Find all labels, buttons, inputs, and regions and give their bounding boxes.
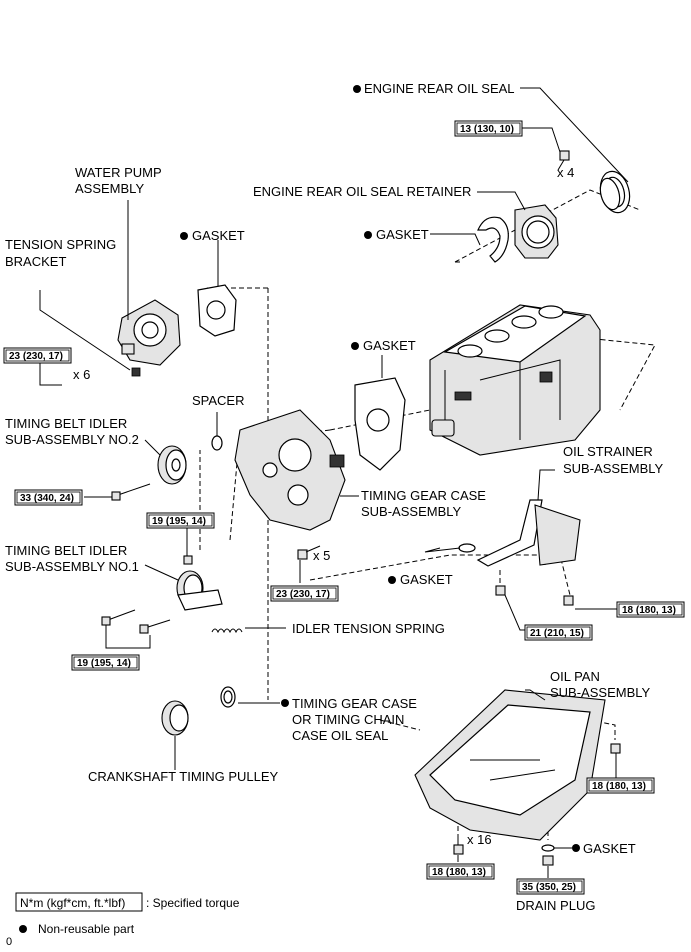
part-labels: ENGINE REAR OIL SEAL ENGINE REAR OIL SEA… <box>5 81 664 913</box>
quantity-labels: x 4 x 6 x 5 x 16 <box>73 165 574 847</box>
engine-rear-oil-seal <box>599 170 631 214</box>
label-timing-gear-case-2: SUB-ASSEMBLY <box>361 504 462 519</box>
qty-x6: x 6 <box>73 367 90 382</box>
legend-torque-units: N*m (kgf*cm, ft.*lbf) <box>20 896 125 910</box>
torque-retainer-bolt: 13 (130, 10) <box>460 124 514 135</box>
torque-idler1-bolt-bottom: 19 (195, 14) <box>77 658 131 669</box>
timing-belt-idler-no1 <box>176 570 223 611</box>
torque-case-bolt: 23 (230, 17) <box>276 589 330 600</box>
label-engine-rear-oil-seal-retainer: ENGINE REAR OIL SEAL RETAINER <box>253 184 471 199</box>
torque-boxes: 13 (130, 10) 23 (230, 17) 33 (340, 24) 1… <box>3 120 685 895</box>
strainer-nut-icon <box>495 585 506 596</box>
torque-oil-pan-nut: 18 (180, 13) <box>592 781 646 792</box>
label-oil-pan-2: SUB-ASSEMBLY <box>550 685 651 700</box>
engine-rear-oil-seal-retainer <box>514 204 559 259</box>
case-bolt-icon <box>297 545 321 560</box>
label-case-oil-seal-2: OR TIMING CHAIN <box>292 712 404 727</box>
strainer-bolt-icon <box>563 595 574 606</box>
label-engine-rear-oil-seal: ENGINE REAR OIL SEAL <box>364 81 515 96</box>
timing-case-gasket <box>354 377 406 471</box>
qty-x16: x 16 <box>467 832 492 847</box>
oil-pan-bolt-icon <box>453 835 464 855</box>
label-gasket-drain: GASKET <box>583 841 636 856</box>
oil-pan-nut-icon <box>610 743 621 754</box>
strainer-gasket-icon <box>458 543 476 553</box>
legend-torque-desc: : Specified torque <box>146 896 240 910</box>
retainer-bolt-icon <box>557 150 570 171</box>
legend-nonreusable: Non-reusable part <box>38 922 135 936</box>
label-oil-pan-1: OIL PAN <box>550 669 600 684</box>
water-pump-gasket <box>197 284 237 337</box>
spacer-icon <box>211 435 223 451</box>
label-oil-strainer-1: OIL STRAINER <box>563 444 653 459</box>
torque-oil-pan-bolt: 18 (180, 13) <box>432 867 486 878</box>
oil-strainer <box>476 499 581 567</box>
label-idler-tension-spring: IDLER TENSION SPRING <box>292 621 445 636</box>
qty-x5: x 5 <box>313 548 330 563</box>
torque-idler1-bolt-top: 19 (195, 14) <box>152 516 206 527</box>
torque-strainer-nut: 21 (210, 15) <box>530 628 584 639</box>
water-pump-assembly <box>117 299 181 377</box>
torque-water-pump-bolt: 23 (230, 17) <box>9 351 63 362</box>
idler1-bolts-icon <box>101 555 193 634</box>
label-drain-plug: DRAIN PLUG <box>516 898 595 913</box>
label-idler1-2: SUB-ASSEMBLY NO.1 <box>5 559 139 574</box>
label-case-oil-seal-1: TIMING GEAR CASE <box>292 696 417 711</box>
drain-plug-icon <box>541 844 555 866</box>
label-gasket-case: GASKET <box>363 338 416 353</box>
timing-belt-idler-no2 <box>157 445 187 485</box>
label-water-pump-1: WATER PUMP <box>75 165 162 180</box>
label-timing-gear-case-1: TIMING GEAR CASE <box>361 488 486 503</box>
label-idler2-2: SUB-ASSEMBLY NO.2 <box>5 432 139 447</box>
label-gasket-retainer: GASKET <box>376 227 429 242</box>
case-oil-seal-icon <box>220 686 236 708</box>
label-tension-spring-bracket-2: BRACKET <box>5 254 66 269</box>
legend: N*m (kgf*cm, ft.*lbf) : Specified torque… <box>6 892 240 948</box>
oil-pan <box>414 689 606 841</box>
label-gasket-water-pump: GASKET <box>192 228 245 243</box>
label-case-oil-seal-3: CASE OIL SEAL <box>292 728 388 743</box>
label-spacer: SPACER <box>192 393 245 408</box>
cylinder-block <box>429 304 601 456</box>
label-idler1-1: TIMING BELT IDLER <box>5 543 127 558</box>
label-tension-spring-bracket-1: TENSION SPRING <box>5 237 116 252</box>
timing-gear-case <box>234 409 346 531</box>
idler2-bolt-icon <box>111 483 151 501</box>
torque-idler2-bolt: 33 (340, 24) <box>20 493 74 504</box>
label-gasket-strainer: GASKET <box>400 572 453 587</box>
crankshaft-timing-pulley <box>161 700 189 736</box>
label-water-pump-2: ASSEMBLY <box>75 181 144 196</box>
idler-tension-spring-icon <box>211 628 243 634</box>
label-leaders <box>39 87 629 878</box>
label-crankshaft-pulley: CRANKSHAFT TIMING PULLEY <box>88 769 279 784</box>
label-idler2-1: TIMING BELT IDLER <box>5 416 127 431</box>
torque-strainer-bolt: 18 (180, 13) <box>622 605 676 616</box>
torque-drain-plug: 35 (350, 25) <box>522 882 576 893</box>
retainer-gasket <box>477 216 509 263</box>
figure-code: 0 <box>6 936 12 948</box>
label-oil-strainer-2: SUB-ASSEMBLY <box>563 461 664 476</box>
nonreusable-bullets <box>19 85 580 933</box>
qty-x4: x 4 <box>557 165 574 180</box>
